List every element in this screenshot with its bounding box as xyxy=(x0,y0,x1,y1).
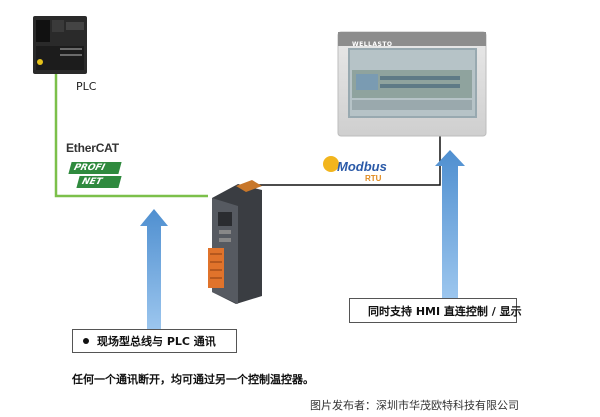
bullet-icon xyxy=(83,338,89,344)
hmi-device xyxy=(337,31,487,137)
callout-hmi-text: 同时支持 HMI 直连控制 / 显示 xyxy=(368,304,522,318)
plc-device xyxy=(33,16,87,74)
callout-fieldbus: 现场型总线与 PLC 通讯 xyxy=(72,329,237,353)
redundancy-note: 任何一个通讯断开，均可通过另一个控制温控器。 xyxy=(72,373,314,386)
modbus-text-b: RTU xyxy=(365,174,382,183)
ethercat-text-a: Ether xyxy=(66,141,96,155)
arrow-to-module xyxy=(140,209,168,330)
image-credit: 图片发布者：深圳市华茂欧特科技有限公司 xyxy=(310,399,519,412)
fieldbus-line xyxy=(54,74,208,198)
modbus-rtu-line xyxy=(258,136,441,186)
ethercat-logo: EtherCAT xyxy=(66,141,119,155)
arrow-to-hmi xyxy=(435,150,465,298)
modbus-logo: Modbus RTU xyxy=(337,159,387,183)
hmi-brand-label: WELLASTO xyxy=(352,41,393,48)
ethercat-text-b: CAT xyxy=(95,141,119,155)
profinet-text-b: NET xyxy=(76,176,122,188)
callout-fieldbus-text: 现场型总线与 PLC 通讯 xyxy=(97,335,216,348)
profinet-logo: PROFI NET xyxy=(68,162,122,190)
modbus-text-a: Modbus xyxy=(337,159,387,174)
profinet-text-a: PROFI xyxy=(68,162,122,174)
plc-label: PLC xyxy=(76,80,97,93)
modbus-gear-icon xyxy=(323,156,339,172)
temperature-controller-module xyxy=(208,180,262,304)
callout-hmi: 同时支持 HMI 直连控制 / 显示 xyxy=(349,298,522,323)
